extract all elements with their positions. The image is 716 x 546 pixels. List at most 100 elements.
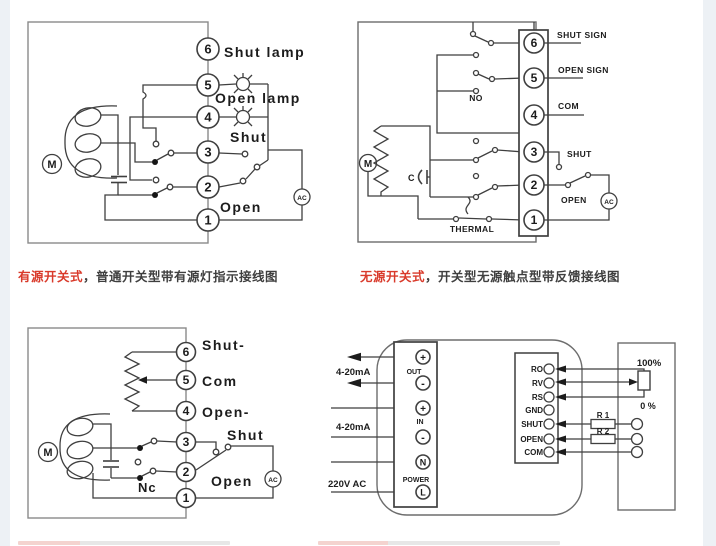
label-open-sign: OPEN SIGN <box>558 65 609 75</box>
terminal-6: 6 <box>531 36 538 50</box>
capacitor-symbol <box>101 114 197 221</box>
winding-wiring <box>367 125 473 219</box>
diagram-dry-contact: M C <box>357 21 618 243</box>
shut-lamp-icon <box>233 106 253 127</box>
terminal-2: 2 <box>531 178 538 192</box>
pot-wiper-arrow <box>629 378 638 386</box>
label-shut-sign: SHUT SIGN <box>557 30 607 40</box>
diagram-powered-switch: M <box>27 21 311 244</box>
label-open: OPEN <box>561 195 587 205</box>
label-shut: Shut <box>227 427 264 443</box>
out-minus-terminal: - <box>421 378 425 390</box>
enclosure-frame <box>27 327 187 519</box>
capacitor-letter: C <box>408 173 415 183</box>
motor-letter: M <box>43 447 52 459</box>
terminal-3: 3 <box>531 145 538 159</box>
caption-red-part: 无源开关式 <box>360 270 426 284</box>
ac-switch-wiring: AC <box>544 171 618 221</box>
terminal-2: 2 <box>183 465 190 479</box>
label-out: OUT <box>407 369 423 376</box>
in-plus-terminal: + <box>420 404 426 415</box>
label-shut-minus: Shut- <box>202 337 245 353</box>
live-terminal: L <box>420 488 426 498</box>
cutoff-caption-left <box>18 541 230 545</box>
label-power: POWER <box>403 477 429 484</box>
out-arrow <box>347 352 361 362</box>
terminal-strip: 6 5 4 3 2 1 <box>196 37 220 232</box>
terminal-4: 4 <box>183 404 190 418</box>
pin-ro: RO <box>531 365 543 374</box>
terminal-4: 4 <box>204 110 212 125</box>
terminal-5: 5 <box>531 71 538 85</box>
ac-switch-wiring: AC <box>195 441 282 499</box>
signal-switch-wiring: NO <box>436 22 525 134</box>
power-terminal-strip: + OUT - + IN - N POWER L <box>393 341 438 508</box>
terminal-strip: 6 5 4 3 2 1 <box>175 341 197 509</box>
out-plus-terminal: + <box>420 353 426 364</box>
feedback-connector: RO RV RS GND SHUT OPEN COM <box>514 352 559 464</box>
cutoff-caption-right <box>318 541 560 545</box>
neutral-terminal: N <box>420 458 427 468</box>
label-com: COM <box>558 101 579 111</box>
sheet-background <box>10 0 703 546</box>
caption-gray-part: ，开关型无源触点型带反馈接线图 <box>425 270 621 284</box>
wiper-arrow <box>138 376 147 384</box>
terminal-6: 6 <box>204 42 211 57</box>
label-nc: Nc <box>138 480 157 495</box>
caption-powered-switch: 有源开关式，普通开关型带有源灯指示接线图 <box>18 266 278 285</box>
in-minus-terminal: - <box>421 432 425 444</box>
label-out-current: 4-20mA <box>336 367 370 378</box>
caption-dry-contact: 无源开关式，开关型无源触点型带反馈接线图 <box>360 266 620 285</box>
ac-letters: AC <box>268 477 278 484</box>
lamp-circuit <box>218 73 269 160</box>
terminal-3: 3 <box>183 435 190 449</box>
ac-letters: AC <box>297 195 307 202</box>
motor-symbol: M <box>358 153 378 173</box>
terminal-5: 5 <box>183 373 190 387</box>
label-com: Com <box>202 373 238 389</box>
label-100-percent: 100% <box>637 358 662 369</box>
pin-com: COM <box>524 448 543 457</box>
terminal-1: 1 <box>204 213 211 228</box>
potentiometer-symbol <box>123 351 177 412</box>
label-thermal: THERMAL <box>450 224 494 234</box>
module-outline <box>376 339 583 516</box>
capacitor-symbol <box>93 423 119 478</box>
caption-gray-part: ，普通开关型带有源灯指示接线图 <box>83 270 279 284</box>
terminal-3: 3 <box>204 145 211 160</box>
pin-gnd: GND <box>525 406 543 415</box>
capacitor-symbol: C <box>408 169 430 185</box>
diagram-potentiometer: M <box>27 327 282 519</box>
label-r1: R 1 <box>597 411 610 420</box>
feedback-wiring: R 1 R 2 <box>555 365 645 456</box>
out-arrow <box>347 378 361 388</box>
terminal-strip: 6 5 4 3 2 1 <box>518 22 549 237</box>
limit-switch-wiring <box>472 137 525 201</box>
label-supply: 220V AC <box>328 479 366 490</box>
label-r2: R 2 <box>597 427 610 436</box>
label-open-lamp: Open lamp <box>215 90 301 106</box>
limit-switch-wiring <box>92 437 178 499</box>
label-shut: SHUT <box>567 149 592 159</box>
position-feedback-panel: 100% 0 % <box>617 342 676 511</box>
label-no: NO <box>469 93 483 103</box>
enclosure-frame <box>27 21 209 244</box>
terminal-1: 1 <box>531 213 538 227</box>
caption-red-part: 有源开关式 <box>18 270 84 284</box>
terminal-1: 1 <box>183 491 190 505</box>
motor-letter: M <box>364 159 372 170</box>
ac-switch-wiring: AC <box>218 149 311 221</box>
ac-letters: AC <box>604 199 614 206</box>
pin-open: OPEN <box>520 435 543 444</box>
thermal-switch-wiring: THERMAL <box>418 196 525 234</box>
terminal-4: 4 <box>531 108 538 122</box>
label-open: Open <box>211 473 253 489</box>
label-0-percent: 0 % <box>640 401 656 411</box>
ac-source-symbol: AC <box>600 192 618 210</box>
diagram-regulator-module: 4-20mA 4-20mA 220V AC + OUT - + IN - N P… <box>328 339 676 516</box>
pin-rv: RV <box>532 379 544 388</box>
terminal-5: 5 <box>204 78 211 93</box>
ac-source-symbol: AC <box>293 188 311 206</box>
